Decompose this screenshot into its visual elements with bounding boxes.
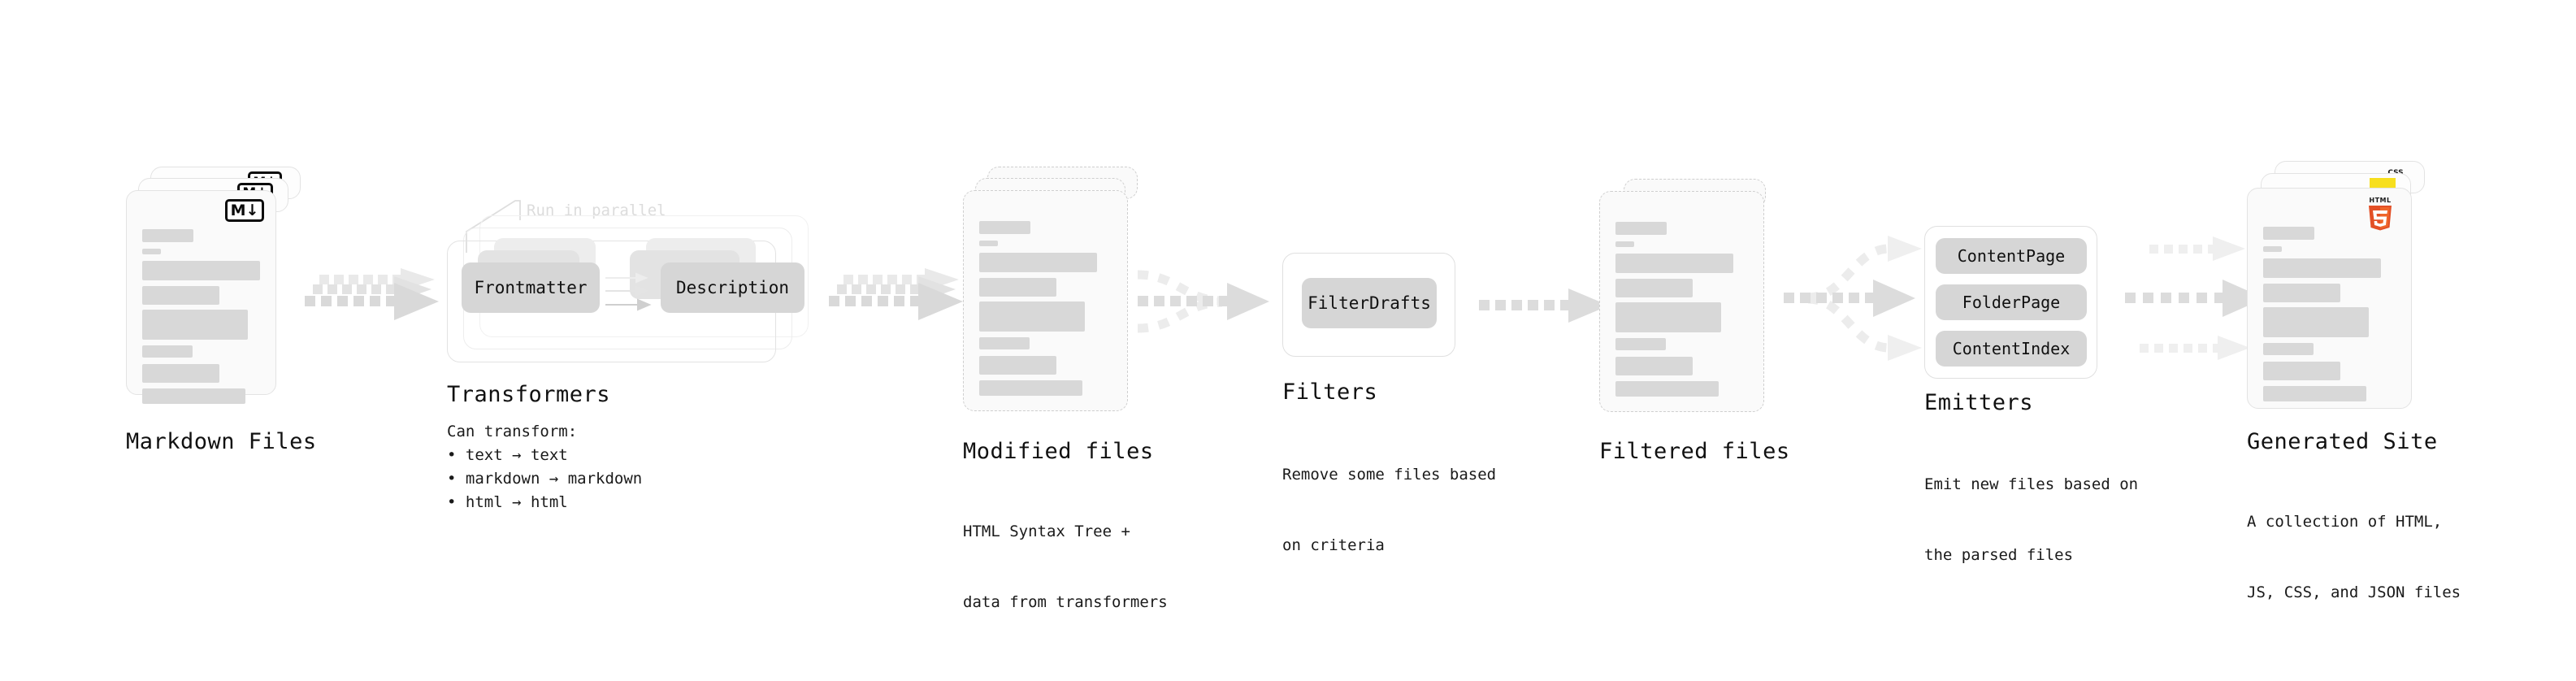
emitter-chip-contentpage[interactable]: ContentPage: [1936, 238, 2087, 274]
filters-description-line: on criteria: [1282, 536, 1385, 554]
filtered-files-title: Filtered files: [1599, 439, 1790, 464]
emitters-title: Emitters: [1924, 390, 2034, 415]
skeleton-line: [979, 278, 1056, 297]
skeleton-line: [1615, 338, 1666, 350]
transformer-chip-frontmatter[interactable]: Frontmatter: [462, 262, 600, 313]
transformers-description: Can transform: • text → text • markdown …: [447, 420, 691, 514]
transformers-group: Frontmatter Description: [443, 215, 833, 366]
emitters-group: ContentPage FolderPage ContentIndex: [1924, 226, 2107, 380]
skeleton-line: [2263, 227, 2314, 240]
filters-description: Remove some files based on criteria: [1282, 416, 1496, 605]
skeleton-line: [1615, 381, 1719, 397]
skeleton-line: [2263, 284, 2340, 302]
filters-box: [1282, 253, 1455, 357]
filters-description-line: Remove some files based: [1282, 466, 1497, 484]
modified-files-description-line: data from transformers: [963, 593, 1168, 611]
markdown-icon: M↓: [225, 199, 264, 222]
skeleton-line: [142, 388, 245, 404]
html5-icon: HTML: [2369, 197, 2392, 231]
skeleton-line: [979, 380, 1082, 396]
skeleton-line: [2263, 343, 2314, 355]
skeleton-line: [979, 221, 1030, 234]
transformers-title: Transformers: [447, 382, 611, 407]
skeleton-line: [979, 337, 1030, 349]
transformers-bullet: • text → text: [447, 446, 568, 464]
generated-site-description: A collection of HTML, JS, CSS, and JSON …: [2247, 463, 2461, 652]
generated-site-title: Generated Site: [2247, 429, 2438, 454]
filters-title: Filters: [1282, 380, 1378, 405]
markdown-icon-letter: M: [230, 201, 246, 219]
filter-chip-filterdrafts[interactable]: FilterDrafts: [1302, 278, 1437, 328]
transformers-bullet: • html → html: [447, 493, 568, 511]
modified-files-description-line: HTML Syntax Tree +: [963, 523, 1130, 540]
generated-sheet-front: HTML: [2247, 188, 2412, 409]
skeleton-line: [1615, 302, 1721, 332]
arrow-modified-to-filters: [1137, 270, 1269, 333]
markdown-files-title: Markdown Files: [126, 429, 317, 454]
skeleton-line: [2263, 362, 2340, 380]
arrow-transformers-to-modified: [829, 268, 963, 320]
modified-files-title: Modified files: [963, 439, 1154, 464]
transformer-connector-arrows: [605, 272, 652, 311]
arrow-emitters-to-site: [2125, 236, 2265, 360]
skeleton-line: [979, 241, 998, 246]
transformers-description-heading: Can transform:: [447, 423, 578, 440]
skeleton-line: [1615, 279, 1693, 297]
skeleton-line: [1615, 357, 1693, 375]
emitters-box: [1924, 226, 2097, 379]
filtered-sheet-front: [1599, 191, 1764, 412]
skeleton-line: [979, 356, 1056, 375]
transformers-bullet: • markdown → markdown: [447, 470, 643, 488]
arrow-filters-to-filtered: [1479, 288, 1609, 323]
skeleton-line: [2263, 307, 2369, 337]
emitter-chip-contentindex[interactable]: ContentIndex: [1936, 331, 2087, 367]
emitters-description-line: the parsed files: [1924, 546, 2074, 564]
generated-site-description-line: A collection of HTML,: [2247, 513, 2443, 531]
run-in-parallel-label: Run in parallel: [527, 202, 666, 219]
skeleton-line: [1615, 222, 1667, 235]
modified-files-card-stack: [963, 167, 1138, 427]
skeleton-line: [142, 286, 219, 305]
skeleton-line: [142, 345, 193, 358]
modified-files-description: HTML Syntax Tree + data from transformer…: [963, 473, 1168, 661]
emitters-description-line: Emit new files based on: [1924, 475, 2139, 493]
markdown-files-card-stack: M↓ M↓ M↓: [126, 167, 301, 419]
arrow-filtered-to-emitters: [1784, 236, 1922, 361]
generated-site-description-line: JS, CSS, and JSON files: [2247, 583, 2461, 601]
skeleton-line: [142, 310, 248, 340]
skeleton-line: [2263, 258, 2381, 278]
skeleton-line: [142, 229, 193, 242]
arrow-markdown-to-transformers: [305, 268, 439, 320]
svg-text:HTML: HTML: [2369, 197, 2391, 204]
transformer-chip-description[interactable]: Description: [661, 262, 804, 313]
filters-group: FilterDrafts: [1282, 253, 1457, 358]
filtered-files-card-stack: [1599, 179, 1774, 431]
skeleton-line: [1615, 254, 1733, 273]
skeleton-line: [2263, 386, 2366, 401]
skeleton-line: [142, 364, 219, 383]
markdown-sheet-front: M↓: [126, 190, 276, 404]
skeleton-line: [979, 301, 1085, 332]
generated-site-card-stack: CSS HTML: [2247, 161, 2434, 421]
skeleton-line: [979, 253, 1097, 272]
skeleton-line: [1615, 241, 1634, 247]
skeleton-line: [142, 249, 161, 254]
emitter-chip-folderpage[interactable]: FolderPage: [1936, 284, 2087, 320]
modified-sheet-front: [963, 190, 1128, 411]
markdown-icon-arrow: ↓: [245, 201, 259, 219]
skeleton-line: [142, 261, 260, 280]
skeleton-line: [2263, 246, 2282, 252]
emitters-description: Emit new files based on the parsed files: [1924, 426, 2138, 614]
